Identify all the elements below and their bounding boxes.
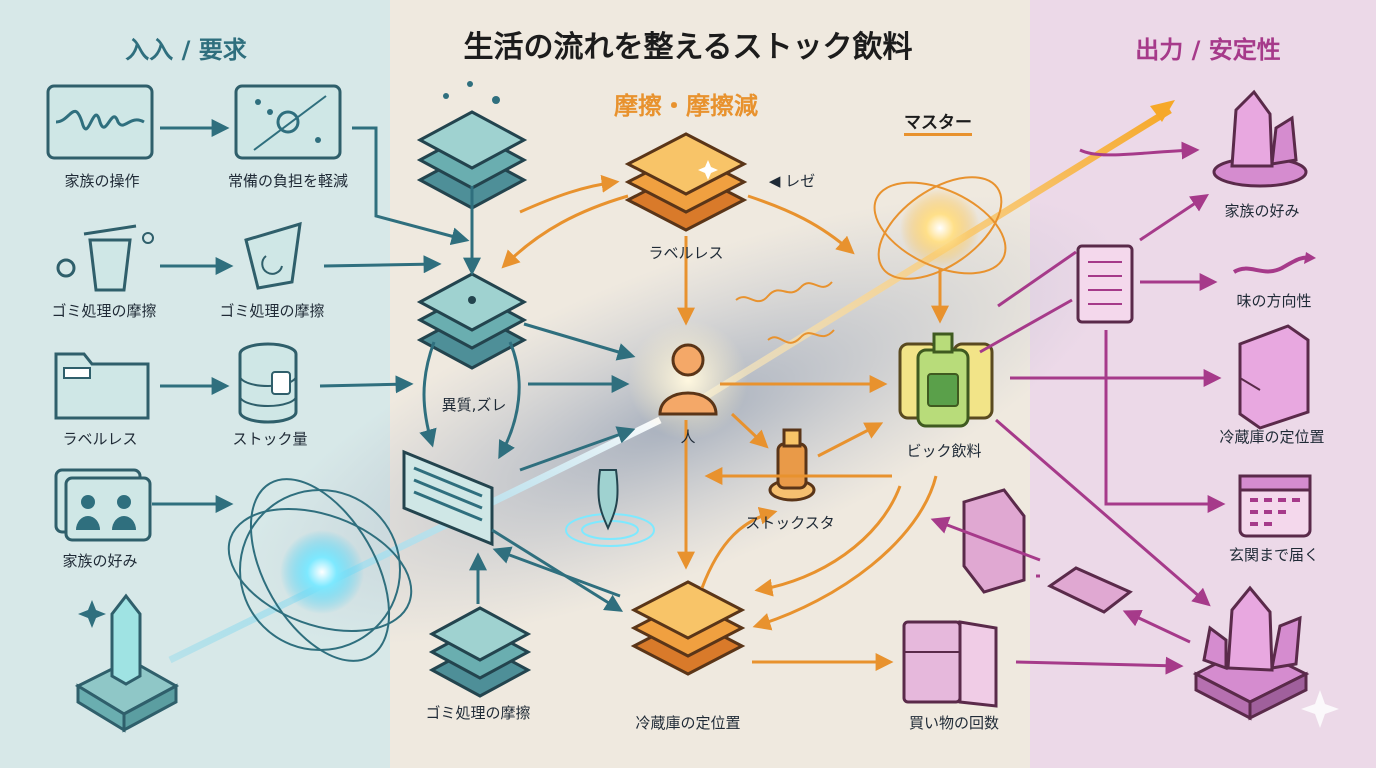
wave-monitor-icon: [46, 84, 154, 160]
label-anomaly: 異質,ズレ: [441, 396, 507, 414]
layer-stack-orange-bottom: [630, 580, 746, 676]
layer-stack-teal-bottom: [428, 606, 532, 698]
label-labelless-center: ラベルレス: [648, 244, 724, 262]
crystal-pink-bottom-icon: [1192, 585, 1310, 721]
layer-stack-orange-top: [624, 132, 748, 232]
master-heading: マスター: [904, 108, 972, 136]
database-icon: [238, 342, 298, 424]
beam-blue: [168, 416, 662, 664]
label-fridge-position-center: 冷蔵庫の定位置: [635, 714, 741, 732]
layer-stack-teal-top: [416, 81, 528, 210]
trash-can-icon: [56, 224, 154, 292]
input-heading: 入入 / 要求: [125, 36, 247, 64]
orbit-left: [227, 478, 413, 662]
beam-gold-head: [1150, 100, 1175, 122]
magenta-arrows: [930, 141, 1226, 675]
calendar-icon: [1238, 474, 1312, 538]
fridge-icon: [902, 620, 998, 708]
label-stock-amount: ストック量: [232, 430, 308, 448]
label-family-operation: 家族の操作: [64, 172, 140, 190]
output-panel: [1030, 0, 1376, 768]
layer-stack-teal-mid: [416, 272, 528, 370]
family-photo-icon: [54, 468, 152, 542]
teal-arrows: [152, 119, 636, 612]
crystal-pink-top-icon: [1212, 89, 1308, 188]
person-icon: [628, 320, 748, 440]
bottles-icon: [898, 332, 994, 428]
crystal-teal-icon: [74, 593, 180, 733]
glow-gold: [900, 188, 980, 268]
orange-arrows: [501, 174, 949, 671]
label-fridge-position-right: 冷蔵庫の定位置: [1219, 428, 1325, 446]
wave-squiggle-2: [767, 329, 835, 344]
label-garbage-friction-center: ゴミ処理の摩擦: [425, 704, 531, 722]
page-title: 生活の流れを整えるストック飲料: [463, 30, 913, 65]
leze-text: レゼ: [785, 172, 816, 190]
box-pink-icon: [962, 488, 1026, 594]
smartphone-icon: [1047, 566, 1133, 614]
label-labelless-left: ラベルレス: [62, 430, 138, 448]
label-person: 人: [680, 428, 696, 446]
label-shopping-count: 買い物の回数: [908, 714, 1000, 732]
label-stock-star: ストックスタ: [745, 514, 835, 532]
folder-icon: [54, 352, 150, 420]
label-garbage-friction-1: ゴミ処理の摩擦: [51, 302, 157, 320]
scatter-monitor-icon: [234, 84, 342, 160]
portal-icon: [565, 469, 655, 547]
label-big-drink: ビック飲料: [906, 442, 982, 460]
label-family-preference-left: 家族の好み: [62, 552, 138, 570]
sparkle-icon: [1301, 690, 1339, 728]
cup-icon: [244, 221, 302, 290]
label-leze: ◀ レゼ: [768, 172, 816, 190]
label-taste-direction: 味の方向性: [1236, 292, 1312, 310]
trend-wave-icon: [1232, 252, 1316, 274]
output-heading: 出力 / 安定性: [1135, 36, 1281, 64]
label-reduce-burden: 常備の負担を軽減: [227, 172, 349, 190]
friction-heading: 摩擦・摩擦減: [614, 92, 758, 120]
cabinet-icon: [1238, 324, 1310, 430]
label-family-preference-right: 家族の好み: [1224, 202, 1300, 220]
label-deliver-to-door: 玄関まで届く: [1228, 546, 1320, 564]
glow-blue: [280, 530, 364, 614]
keyboard-panel-icon: [402, 449, 494, 547]
label-garbage-friction-2: ゴミ処理の摩擦: [219, 302, 325, 320]
document-list-icon: [1076, 244, 1134, 324]
wave-squiggle: [735, 281, 833, 303]
